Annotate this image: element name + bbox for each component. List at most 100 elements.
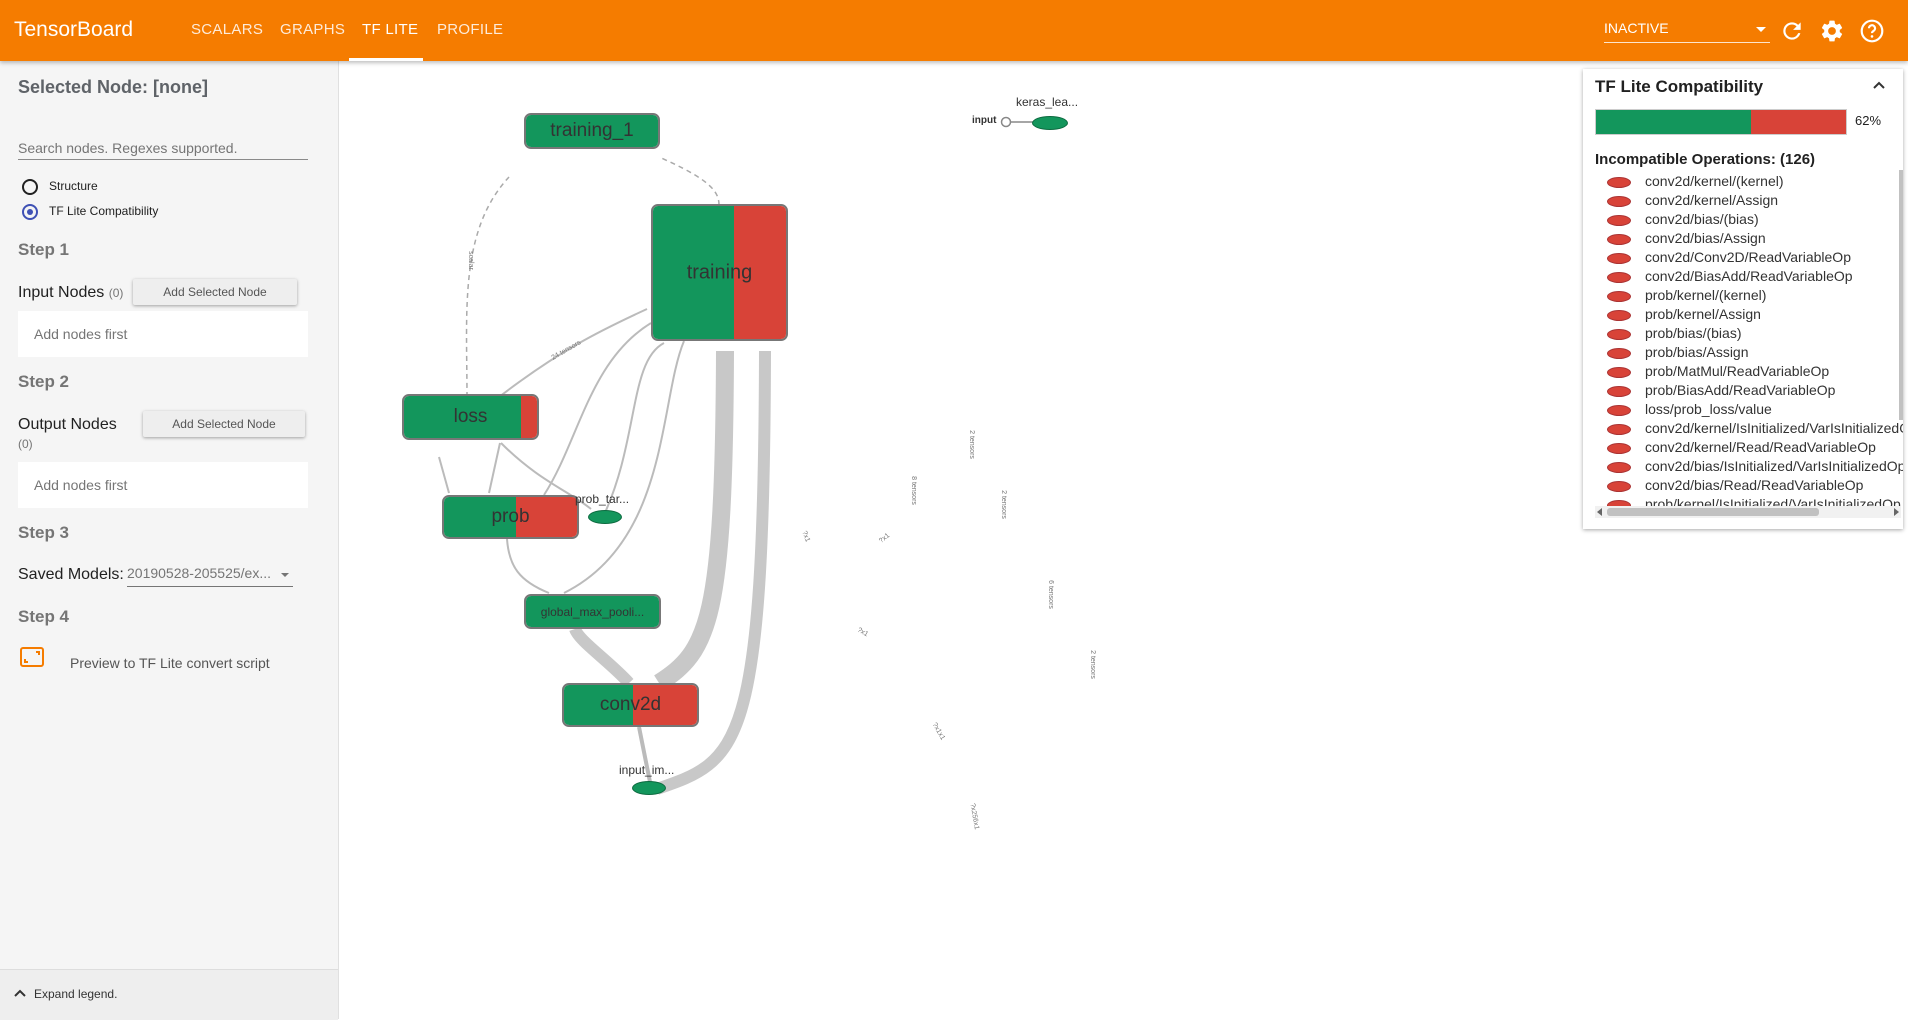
- selected-node-title: Selected Node: [none]: [18, 77, 209, 97]
- tab-profile[interactable]: PROFILE: [437, 21, 504, 38]
- op-node-icon: [1607, 405, 1631, 416]
- step-2-heading: Step 2: [18, 372, 70, 391]
- panel-title: TF Lite Compatibility: [1595, 77, 1764, 96]
- op-node-icon: [1607, 329, 1631, 340]
- preview-icon[interactable]: [20, 647, 44, 667]
- incompatible-op-item[interactable]: conv2d/Conv2D/ReadVariableOp: [1583, 249, 1903, 268]
- incompatible-op-item[interactable]: prob/bias/(bias): [1583, 325, 1903, 344]
- graph-node-training-1[interactable]: training_1: [524, 113, 660, 149]
- run-selector[interactable]: INACTIVE: [1604, 18, 1770, 43]
- active-tab-indicator: [349, 58, 423, 61]
- scrollbar-thumb[interactable]: [1607, 508, 1819, 516]
- op-node-icon: [1607, 462, 1631, 473]
- incompatible-op-item[interactable]: prob/BiasAdd/ReadVariableOp: [1583, 382, 1903, 401]
- chevron-down-icon: [1756, 27, 1766, 32]
- output-nodes-empty: Add nodes first: [34, 477, 128, 493]
- incompatible-op-item[interactable]: conv2d/kernel/(kernel): [1583, 173, 1903, 192]
- tab-graphs[interactable]: GRAPHS: [280, 21, 346, 38]
- incompatible-op-item[interactable]: conv2d/BiasAdd/ReadVariableOp: [1583, 268, 1903, 287]
- horizontal-scrollbar[interactable]: [1595, 506, 1901, 518]
- node-label: training: [686, 261, 753, 283]
- graph-node-prob-target[interactable]: [588, 510, 622, 524]
- graph-node-keras-learning-phase[interactable]: [1032, 116, 1068, 130]
- sidebar: Selected Node: [none] Search nodes. Rege…: [0, 61, 339, 1020]
- op-name: conv2d/kernel/Read/ReadVariableOp: [1645, 439, 1876, 455]
- op-name: conv2d/bias/Read/ReadVariableOp: [1645, 477, 1864, 493]
- scroll-right-icon[interactable]: [1894, 508, 1899, 516]
- graph-node-loss[interactable]: loss: [402, 394, 539, 440]
- settings-icon[interactable]: [1819, 18, 1845, 44]
- op-name: prob/kernel/Assign: [1645, 306, 1761, 322]
- edge-label: 8 tensors: [909, 476, 917, 505]
- run-selector-value: INACTIVE: [1604, 20, 1669, 36]
- graph-node-input-image[interactable]: [632, 781, 666, 795]
- scroll-left-icon[interactable]: [1597, 508, 1602, 516]
- output-nodes-count: (0): [18, 437, 33, 451]
- edge-label: 6 tensors: [1046, 580, 1054, 609]
- tf-lite-compatibility-panel: TF Lite Compatibility 62% Incompatible O…: [1583, 69, 1903, 529]
- preview-convert-script-link[interactable]: Preview to TF Lite convert script: [70, 655, 270, 671]
- op-name: conv2d/kernel/IsInitialized/VarIsInitial…: [1645, 420, 1903, 436]
- step-4-heading: Step 4: [18, 607, 70, 626]
- incompatible-op-item[interactable]: prob/kernel/(kernel): [1583, 287, 1903, 306]
- vertical-scrollbar[interactable]: [1899, 170, 1903, 420]
- op-node-icon: [1607, 196, 1631, 207]
- node-label: global_max_pooli...: [540, 604, 645, 619]
- refresh-icon[interactable]: [1779, 18, 1805, 44]
- incompatible-op-item[interactable]: conv2d/bias/Read/ReadVariableOp: [1583, 477, 1903, 496]
- compatibility-progress-bar: [1595, 109, 1847, 135]
- op-name: prob/bias/(bias): [1645, 325, 1742, 341]
- op-name: conv2d/bias/(bias): [1645, 211, 1759, 227]
- op-node-icon: [1607, 253, 1631, 264]
- op-node-icon: [1607, 424, 1631, 435]
- chevron-down-icon: [281, 573, 289, 577]
- incompatible-op-item[interactable]: prob/kernel/Assign: [1583, 306, 1903, 325]
- incompatible-op-item[interactable]: conv2d/kernel/Assign: [1583, 192, 1903, 211]
- add-input-node-button[interactable]: Add Selected Node: [133, 279, 297, 305]
- radio-button-selected[interactable]: [22, 204, 38, 220]
- node-label: training_1: [550, 120, 634, 141]
- graph-canvas[interactable]: scalar 24 tensors 8 tensors 2 tensors 2 …: [339, 61, 1908, 1019]
- incompatible-op-item[interactable]: conv2d/bias/Assign: [1583, 230, 1903, 249]
- chevron-up-icon[interactable]: [1873, 81, 1885, 89]
- op-node-icon: [1607, 443, 1631, 454]
- op-name: prob/kernel/IsInitialized/VarIsInitializ…: [1645, 496, 1901, 509]
- edge-label: scalar: [466, 251, 474, 270]
- radio-structure-label: Structure: [49, 179, 98, 193]
- incompatible-op-item[interactable]: conv2d/bias/(bias): [1583, 211, 1903, 230]
- saved-models-select[interactable]: 20190528-205525/ex...: [127, 565, 293, 587]
- graph-node-prob[interactable]: prob: [442, 495, 579, 539]
- op-name: conv2d/kernel/(kernel): [1645, 173, 1784, 189]
- graph-node-conv2d[interactable]: conv2d: [562, 683, 699, 727]
- incompatible-op-item[interactable]: prob/bias/Assign: [1583, 344, 1903, 363]
- incompatible-op-item[interactable]: prob/kernel/IsInitialized/VarIsInitializ…: [1583, 496, 1903, 509]
- help-icon[interactable]: [1859, 18, 1885, 44]
- top-app-bar: TensorBoard SCALARS GRAPHS TF LITE PROFI…: [0, 0, 1908, 61]
- graph-node-global-max-pooling[interactable]: global_max_pooli...: [524, 594, 661, 629]
- chevron-up-icon: [14, 989, 26, 997]
- radio-button[interactable]: [22, 179, 38, 195]
- incompatible-op-item[interactable]: prob/MatMul/ReadVariableOp: [1583, 363, 1903, 382]
- node-label: input: [972, 115, 997, 126]
- tab-tf-lite[interactable]: TF LITE: [362, 21, 419, 38]
- incompatible-op-item[interactable]: conv2d/kernel/IsInitialized/VarIsInitial…: [1583, 420, 1903, 439]
- incompatible-op-item[interactable]: conv2d/bias/IsInitialized/VarIsInitializ…: [1583, 458, 1903, 477]
- input-nodes-count: (0): [108, 286, 124, 300]
- edge-label: 2 tensors: [967, 430, 975, 459]
- op-node-icon: [1607, 234, 1631, 245]
- incompatible-op-item[interactable]: conv2d/kernel/Read/ReadVariableOp: [1583, 439, 1903, 458]
- edge-label: 2 tensors: [1088, 650, 1096, 679]
- op-name: conv2d/kernel/Assign: [1645, 192, 1779, 208]
- op-node-icon: [1607, 291, 1631, 302]
- incompatible-op-item[interactable]: loss/prob_loss/value: [1583, 401, 1903, 420]
- expand-legend-bar[interactable]: Expand legend.: [0, 969, 338, 1020]
- graph-node-training[interactable]: training: [651, 204, 788, 341]
- op-name: prob/MatMul/ReadVariableOp: [1645, 363, 1830, 379]
- input-nodes-list: Add nodes first: [18, 311, 308, 357]
- op-node-icon: [1607, 500, 1631, 509]
- search-nodes-input[interactable]: Search nodes. Regexes supported.: [18, 140, 308, 160]
- radio-compat-label: TF Lite Compatibility: [49, 204, 159, 218]
- input-nodes-label: Input Nodes (0): [18, 284, 123, 302]
- add-output-node-button[interactable]: Add Selected Node: [143, 411, 305, 437]
- tab-scalars[interactable]: SCALARS: [191, 21, 264, 38]
